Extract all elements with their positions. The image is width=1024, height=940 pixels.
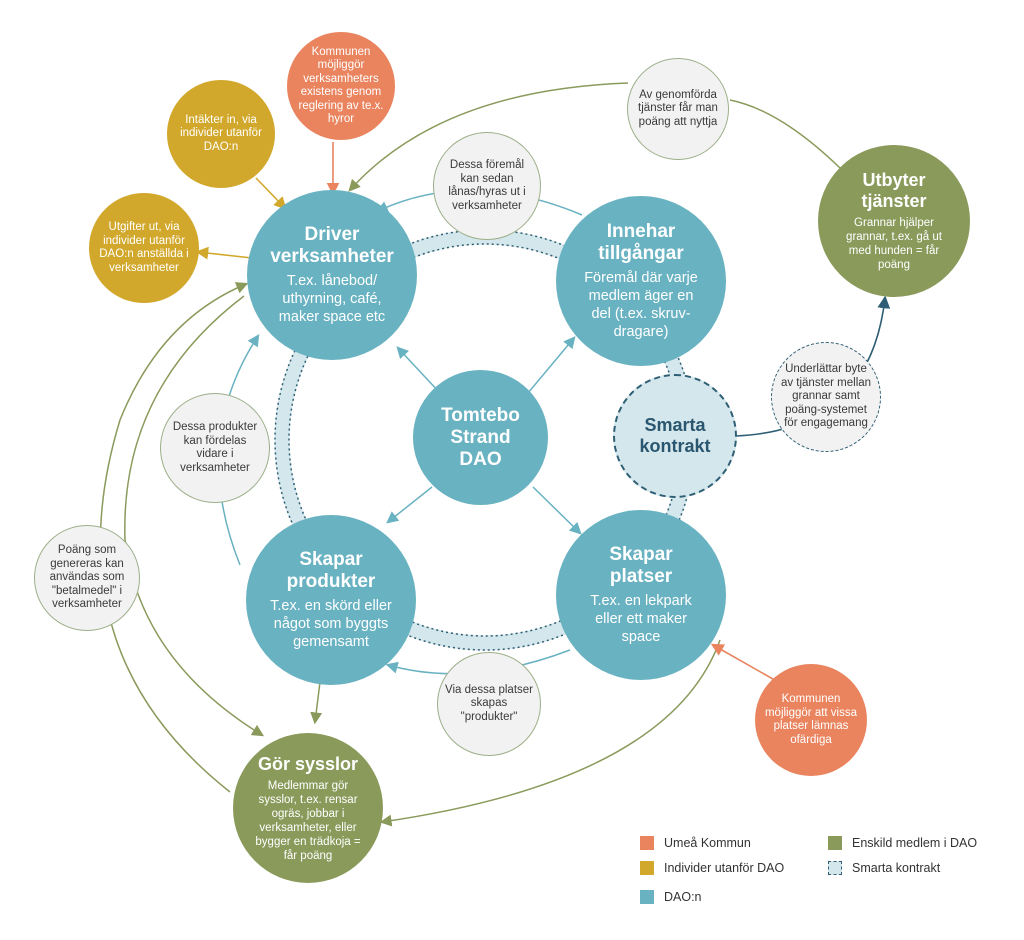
kommun-ofardiga-node: Kommunen möjliggör att vissa platser läm…	[755, 664, 867, 776]
utgifter-node: Utgifter ut, via individer utanför DAO:n…	[89, 193, 199, 303]
innehar-title: Innehar tillgångar	[598, 221, 684, 264]
legend-individer-label: Individer utanför DAO	[664, 861, 785, 875]
legend-individer: Individer utanför DAO	[640, 861, 784, 875]
utbyter-tjanster-node: Utbyter tjänster Grannar hjälper grannar…	[818, 145, 970, 297]
driver-title: Driver verksamheter	[270, 224, 394, 267]
legend-dao: DAO:n	[640, 890, 702, 904]
legend-swatch-green	[828, 836, 842, 850]
intakter-node: Intäkter in, via individer utanför DAO:n	[167, 80, 275, 188]
legend-umea: Umeå Kommun	[640, 836, 751, 850]
note-skapas: Via dessa platser skapas "produkter"	[437, 652, 541, 756]
note-poang-betalmedel: Poäng som genereras kan användas som "be…	[34, 525, 140, 631]
legend-swatch-orange	[640, 836, 654, 850]
platser-desc: T.ex. en lekpark eller ett maker space	[590, 593, 692, 645]
note-poang-tjanster: Av genomförda tjänster får man poäng att…	[627, 58, 729, 160]
note-lanas: Dessa föremål kan sedan lånas/hyras ut i…	[433, 132, 541, 240]
legend-swatch-gold	[640, 861, 654, 875]
legend-enskild: Enskild medlem i DAO	[828, 836, 977, 850]
point-flows	[99, 82, 841, 827]
kommun-platser-arrow	[710, 643, 781, 684]
platser-title: Skapar platser	[609, 544, 673, 587]
center-line-2: Strand	[450, 426, 511, 448]
center-line-1: Tomtebo	[441, 404, 520, 426]
produkter-desc: T.ex. en skörd eller något som byggts ge…	[270, 598, 392, 650]
gor-sysslor-node: Gör sysslor Medlemmar gör sysslor, t.ex.…	[233, 733, 383, 883]
legend-swatch-teal	[640, 890, 654, 904]
utbyter-title: Utbyter tjänster	[861, 170, 927, 211]
utbyter-desc: Grannar hjälper grannar, t.ex. gå ut med…	[846, 217, 942, 271]
kommun-reglering-node: Kommunen möjliggör verksamheters existen…	[287, 32, 395, 140]
center-line-3: DAO	[459, 448, 502, 470]
driver-desc: T.ex. lånebod/ uthyrning, café, maker sp…	[278, 273, 386, 325]
innehar-tillgangar-node: Innehar tillgångar Föremål där varje med…	[556, 196, 726, 366]
note-underlattar: Underlättar byte av tjänster mellan gran…	[771, 342, 881, 452]
note-fordelas: Dessa produkter kan fördelas vidare i ve…	[160, 393, 270, 503]
legend-dao-label: DAO:n	[664, 890, 702, 904]
skapar-produkter-node: Skapar produkter T.ex. en skörd eller nå…	[246, 515, 416, 685]
sysslor-desc: Medlemmar gör sysslor, t.ex. rensar ogrä…	[255, 779, 361, 862]
produkter-title: Skapar produkter	[286, 549, 376, 592]
innehar-desc: Föremål där varje medlem äger en del (t.…	[584, 270, 698, 340]
intakter-arrow	[255, 177, 287, 210]
center-dao-node: Tomtebo Strand DAO	[413, 370, 548, 505]
smarta-title: Smarta kontrakt	[639, 415, 711, 456]
center-arrows	[386, 336, 582, 535]
note-underlattar-text: Underlättar byte av tjänster mellan gran…	[780, 363, 872, 430]
legend-umea-label: Umeå Kommun	[664, 836, 751, 850]
smarta-kontrakt-node: Smarta kontrakt	[613, 374, 737, 498]
sysslor-title: Gör sysslor	[257, 753, 359, 774]
driver-verksamheter-node: Driver verksamheter T.ex. lånebod/ uthyr…	[247, 190, 417, 360]
skapar-platser-node: Skapar platser T.ex. en lekpark eller et…	[556, 510, 726, 680]
legend-enskild-label: Enskild medlem i DAO	[852, 836, 978, 850]
legend-smarta: Smarta kontrakt	[828, 861, 940, 875]
legend-swatch-smart	[828, 861, 842, 875]
utgifter-arrow	[195, 246, 253, 260]
legend-smarta-label: Smarta kontrakt	[852, 861, 941, 875]
